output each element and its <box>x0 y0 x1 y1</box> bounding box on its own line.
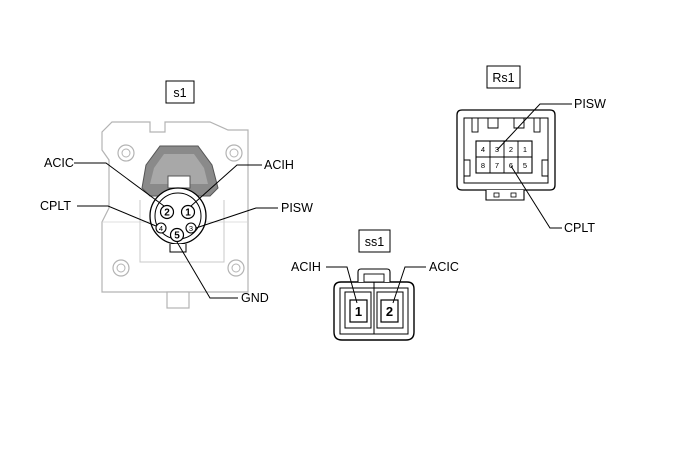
rs1-leader-pisw <box>496 103 572 151</box>
s1-latch <box>167 175 191 189</box>
ss1-leader-acic <box>392 266 426 304</box>
s1-pin-1: 1 <box>180 204 196 220</box>
rs1-label-pisw: PISW <box>574 97 606 111</box>
connector-ss1: ss1 1 2 ACIH ACIC <box>291 229 459 341</box>
rs1-pin-7: 7 <box>495 161 499 170</box>
connector-s1: s1 2 1 <box>40 80 313 309</box>
ss1-tag-box <box>358 229 391 253</box>
rs1-tag: Rs1 <box>492 71 514 85</box>
connector-rs1: Rs1 4 3 2 1 8 7 6 5 PISW CPLT <box>456 65 606 235</box>
ss1-leader-acih <box>326 266 358 304</box>
s1-shaft <box>166 291 190 309</box>
rs1-pin-2: 2 <box>509 145 513 154</box>
s1-pin-4: 4 <box>155 222 167 234</box>
s1-leader-pisw <box>195 207 278 229</box>
rs1-latch <box>485 190 525 201</box>
svg-text:1: 1 <box>185 208 191 219</box>
rs1-pin-1: 1 <box>523 145 527 154</box>
ss1-label-acic: ACIC <box>429 260 459 274</box>
rs1-leader-cplt <box>510 165 562 229</box>
ss1-tag: ss1 <box>365 235 385 249</box>
s1-tag-box <box>165 80 195 104</box>
s1-tag: s1 <box>173 86 186 100</box>
svg-text:5: 5 <box>174 231 180 242</box>
s1-leader-acic <box>74 162 165 207</box>
rs1-pin-5: 5 <box>523 161 527 170</box>
s1-pin-5: 5 <box>169 227 185 243</box>
svg-text:2: 2 <box>386 304 393 319</box>
rs1-pin-8: 8 <box>481 161 485 170</box>
s1-pin-3: 3 <box>185 222 197 234</box>
rs1-tag-box <box>486 65 521 89</box>
svg-text:2: 2 <box>164 208 170 219</box>
svg-text:3: 3 <box>189 224 193 233</box>
svg-text:4: 4 <box>159 224 163 233</box>
s1-pin-2: 2 <box>159 204 175 220</box>
ss1-label-acih: ACIH <box>291 260 321 274</box>
rs1-label-cplt: CPLT <box>564 221 595 235</box>
s1-leader-acih <box>190 164 262 207</box>
s1-label-gnd: GND <box>241 291 269 305</box>
s1-label-pisw: PISW <box>281 201 313 215</box>
ss1-pin-2: 2 <box>376 291 404 329</box>
ss1-pin-1: 1 <box>344 291 372 329</box>
svg-text:1: 1 <box>355 304 362 319</box>
s1-leader-gnd <box>176 241 238 299</box>
s1-label-acic: ACIC <box>44 156 74 170</box>
s1-label-acih: ACIH <box>264 158 294 172</box>
s1-label-cplt: CPLT <box>40 199 71 213</box>
rs1-pin-6: 6 <box>509 161 513 170</box>
rs1-pin-4: 4 <box>481 145 485 154</box>
s1-leader-cplt <box>77 205 157 227</box>
